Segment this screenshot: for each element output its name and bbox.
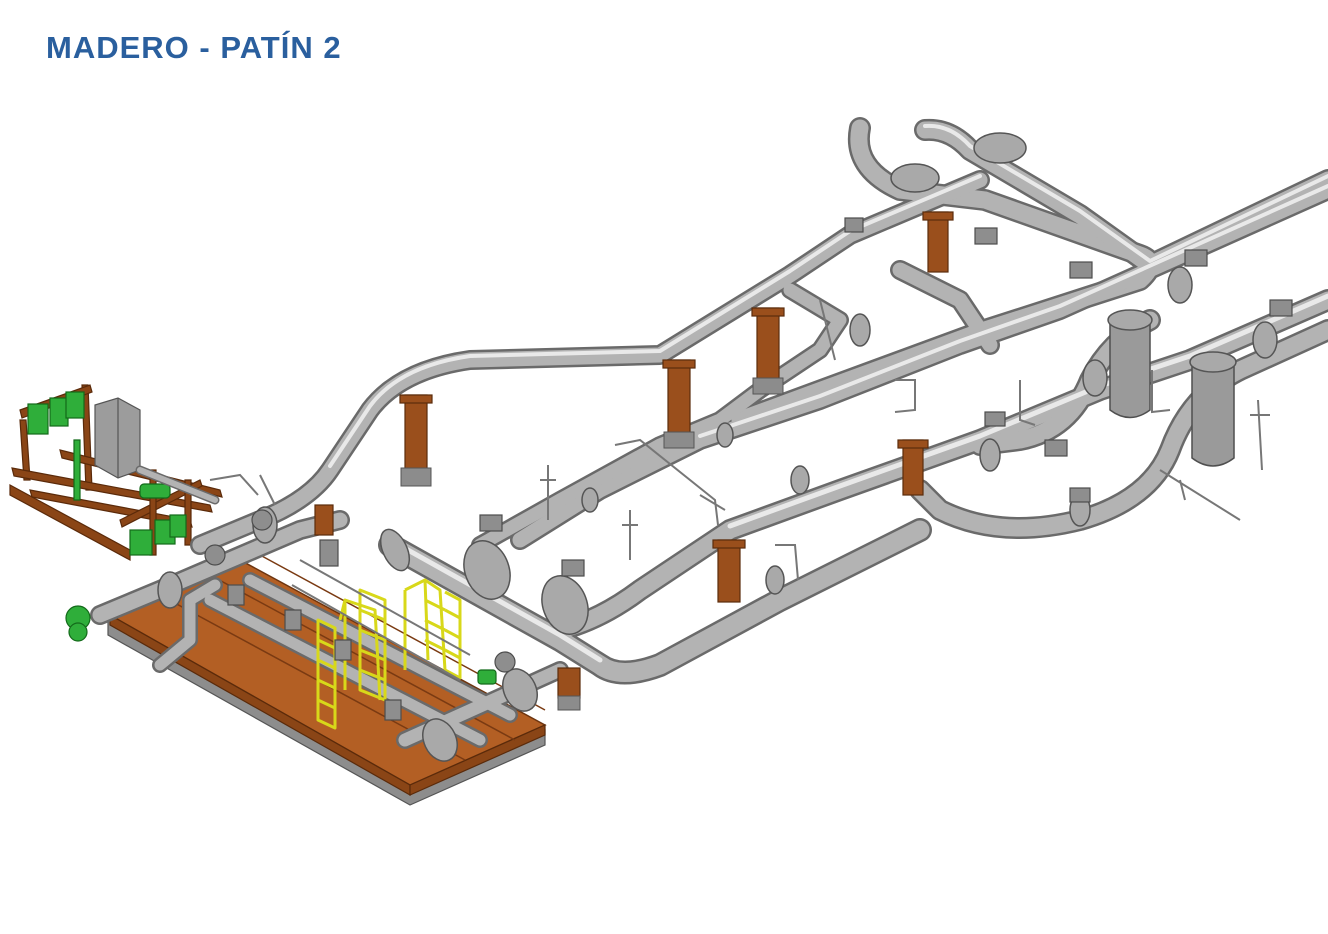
handwheel: [494, 651, 516, 673]
instrument-frame: [9, 384, 223, 562]
handwheel: [204, 544, 226, 566]
flange: [849, 313, 871, 347]
meter: [284, 609, 302, 631]
pipe-support: [557, 667, 581, 711]
green-valve: [139, 483, 171, 499]
instrument-panel: [49, 397, 69, 427]
handwheel: [251, 509, 273, 531]
pipe-end-flange: [379, 528, 411, 572]
flange: [1252, 321, 1278, 359]
flange: [1167, 266, 1193, 304]
instruments: [209, 217, 1293, 581]
flange-top: [890, 163, 940, 193]
meter: [319, 539, 339, 567]
ladder: [424, 578, 462, 680]
valve-actuator: [561, 559, 585, 577]
valve-actuator: [1044, 439, 1068, 457]
valve-actuator: [1184, 249, 1208, 267]
flange: [157, 571, 183, 609]
skid-outlet-flange: [422, 718, 458, 762]
pipe-support: [897, 439, 929, 496]
flange: [1082, 359, 1108, 397]
pipe-support: [712, 539, 746, 603]
flange: [790, 465, 810, 495]
ball-valve: [463, 540, 511, 600]
valve-actuator: [479, 514, 503, 532]
filter-vessels: [1107, 309, 1237, 467]
valve-actuator: [984, 411, 1006, 427]
pipe-support: [314, 504, 334, 536]
ball-valve: [541, 575, 589, 635]
pipe-support: [399, 394, 433, 487]
meter: [227, 584, 245, 606]
flange: [765, 565, 785, 595]
pipe-network-shine: [328, 123, 1328, 663]
instrument-panel: [129, 529, 153, 556]
valve-actuator: [974, 227, 998, 245]
flange-top: [973, 132, 1027, 164]
valve-actuator: [1069, 487, 1091, 503]
meter: [334, 639, 352, 661]
instrument-panel: [27, 403, 49, 435]
valve-actuator: [844, 217, 864, 233]
valve-actuator: [1269, 299, 1293, 317]
flange: [979, 438, 1001, 472]
meter: [384, 699, 402, 721]
valve-actuator: [1069, 261, 1093, 279]
page-title: MADERO - PATÍN 2: [46, 30, 342, 65]
flanges: [65, 132, 1278, 762]
pipe-support: [662, 359, 696, 449]
flange: [716, 422, 734, 448]
filter-vessel: [1191, 361, 1235, 467]
ladder: [316, 618, 337, 730]
pipe-supports: [314, 211, 954, 711]
green-valve: [477, 669, 497, 685]
filter-vessel: [1109, 319, 1151, 419]
instrument-panel: [65, 391, 85, 419]
instrument-panel: [169, 514, 187, 538]
flange: [581, 487, 599, 513]
skid-equipment: [204, 509, 516, 721]
pipe-support: [922, 211, 954, 273]
pipe-support: [751, 307, 785, 395]
